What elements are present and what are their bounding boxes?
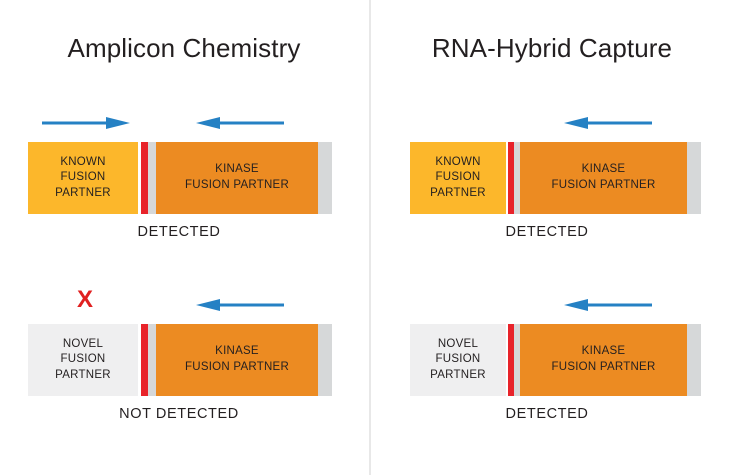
segment-fusion-junction	[508, 142, 514, 214]
no-primer-x-mark: X	[77, 286, 94, 313]
fusion-transcript-bar: NOVEL FUSION PARTNER KINASE FUSION PARTN…	[368, 324, 736, 396]
segment-fusion-junction	[141, 324, 148, 396]
segment-known-fusion-partner: KNOWN FUSION PARTNER	[28, 142, 138, 214]
fusion-transcript-bar: KNOWN FUSION PARTNER KINASE FUSION PARTN…	[368, 142, 736, 214]
capture-probe-arrow	[564, 299, 652, 311]
segment-tail-region	[318, 324, 332, 396]
segment-junction-gap	[514, 142, 520, 214]
diagram-row-novel-fusion: NOVEL FUSION PARTNER KINASE FUSION PARTN…	[368, 290, 736, 422]
segment-novel-fusion-partner: NOVEL FUSION PARTNER	[28, 324, 138, 396]
segment-known-fusion-partner: KNOWN FUSION PARTNER	[410, 142, 506, 214]
marker-strip	[0, 108, 368, 136]
row-caption-text: DETECTED	[137, 224, 221, 240]
row-caption: DETECTED	[368, 224, 736, 240]
panel-amplicon-chemistry: Amplicon Chemistry KNOWN FUS	[0, 33, 368, 422]
segment-junction-gap	[148, 324, 156, 396]
segment-kinase-fusion-partner: KINASE FUSION PARTNER	[156, 324, 318, 396]
marker-strip: X	[0, 286, 368, 318]
segment-junction-gap	[148, 142, 156, 214]
row-caption: DETECTED	[0, 224, 368, 240]
capture-probe-arrow	[564, 117, 652, 129]
marker-strip	[368, 290, 736, 318]
segment-fusion-junction	[141, 142, 148, 214]
row-caption: NOT DETECTED	[0, 406, 368, 422]
segment-kinase-fusion-partner: KINASE FUSION PARTNER	[520, 324, 687, 396]
marker-strip	[368, 108, 736, 136]
diagram-row-novel-fusion: X NOVEL FUSION PARTNER KINASE FUSION PAR…	[0, 286, 368, 422]
panel-title: Amplicon Chemistry	[67, 33, 301, 63]
fusion-transcript-bar: KNOWN FUSION PARTNER KINASE FUSION PARTN…	[0, 142, 368, 214]
fusion-transcript-bar: NOVEL FUSION PARTNER KINASE FUSION PARTN…	[0, 324, 368, 396]
panel-divider	[369, 0, 371, 475]
reverse-primer-arrow	[196, 299, 284, 311]
panel-rna-hybrid-capture: RNA-Hybrid Capture KNOWN FUSION PARTNER …	[368, 0, 736, 475]
diagram-row-known-fusion: KNOWN FUSION PARTNER KINASE FUSION PARTN…	[0, 108, 368, 240]
segment-tail-region	[318, 142, 332, 214]
segment-tail-region	[687, 324, 701, 396]
row-caption-text: NOT DETECTED	[119, 406, 239, 422]
segment-kinase-fusion-partner: KINASE FUSION PARTNER	[520, 142, 687, 214]
segment-novel-fusion-partner: NOVEL FUSION PARTNER	[410, 324, 506, 396]
reverse-primer-arrow	[196, 117, 284, 129]
row-caption-text: DETECTED	[505, 224, 589, 240]
forward-primer-arrow	[42, 117, 130, 129]
row-caption: DETECTED	[368, 406, 736, 422]
segment-junction-gap	[514, 324, 520, 396]
segment-fusion-junction	[508, 324, 514, 396]
diagram-row-known-fusion: KNOWN FUSION PARTNER KINASE FUSION PARTN…	[368, 108, 736, 240]
row-caption-text: DETECTED	[505, 406, 589, 422]
panel-title: RNA-Hybrid Capture	[431, 33, 673, 63]
segment-kinase-fusion-partner: KINASE FUSION PARTNER	[156, 142, 318, 214]
segment-tail-region	[687, 142, 701, 214]
